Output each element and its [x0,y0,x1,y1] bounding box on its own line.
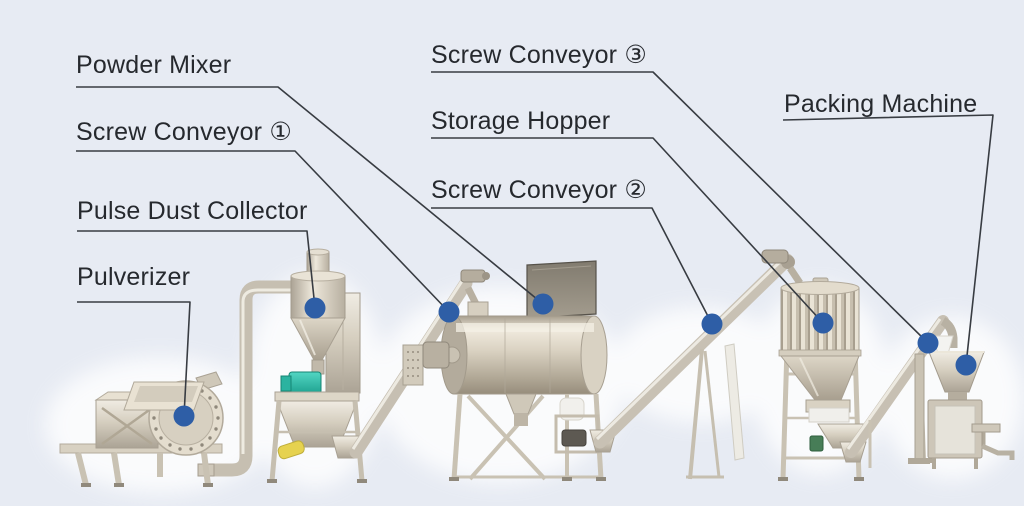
packing-bracket [971,423,1001,433]
leader-line-pulverizer [77,301,191,417]
packing-column [914,353,925,461]
callout-dot-screw-conveyor-3 [917,332,939,354]
pulse-valve-motor [288,371,322,395]
frame-legs [75,452,211,486]
panel-perforations [407,351,419,377]
label-screw-conveyor-3: Screw Conveyor ③ [431,41,647,69]
conveyor3-discharge-bend [940,317,958,348]
hopper-valve-box [808,407,850,423]
hopper-rim-band [778,349,862,357]
cyclone-body-top [290,270,346,282]
cyclone-highlight [299,319,316,356]
collector-feet [267,479,367,483]
callout-dot-screw-conveyor-2 [701,313,723,335]
label-pulverizer: Pulverizer [77,263,191,291]
leader-line-powder-mixer [76,86,544,305]
callout-dot-storage-hopper [812,312,834,334]
label-packing-machine: Packing Machine [784,90,978,118]
hopper-feet [778,477,864,481]
pulse-dust-collector-illustration [267,248,367,483]
leader-line-screw-conveyor-3 [431,71,929,344]
packing-legs [932,458,978,469]
hopper-cone-highlight [799,357,819,397]
blower-pipe [206,280,296,477]
leader-line-packing-machine [782,114,994,366]
frame-feet [81,483,213,487]
hopper-tank-top [780,281,860,295]
screw-conveyor-2-illustration [589,249,803,480]
label-pulse-dust-collector: Pulse Dust Collector [77,197,308,225]
conveyor1-motor-cap [482,272,490,280]
panel-edge-highlight [531,265,592,271]
callout-dot-pulse-dust-collector [304,297,326,319]
blower-pipe-highlight [241,288,294,454]
mixer-inlet-box [467,301,489,317]
drum-right-end [580,315,608,395]
label-screw-conveyor-2: Screw Conveyor ② [431,176,647,204]
conveyor2-tube-highlight [595,256,786,441]
conveyor1-motor [460,269,486,283]
discharge-pipe [514,414,528,426]
drum-seams [504,317,551,393]
callout-dot-powder-mixer [532,293,554,315]
callout-dot-packing-machine [955,354,977,376]
hopper-motor [809,435,824,452]
drum-highlight [456,323,594,332]
conveyor2-brace-strip [724,343,745,461]
pulse-valve-box [280,375,292,392]
mixer-drive-motor [422,341,450,369]
leader-line-screw-conveyor-1 [76,150,450,313]
feed-tray-inner [134,386,198,402]
yellow-cylinder [277,440,305,460]
inlet-box-emboss [101,406,153,446]
discharge-motor [561,429,587,447]
packing-column-foot [908,458,930,464]
label-screw-conveyor-1: Screw Conveyor ① [76,118,292,146]
leader-line-screw-conveyor-2 [431,207,713,325]
cyclone-neck-top [306,248,330,256]
collector-rim [274,391,360,402]
leader-line-pulse-dust-collector [77,230,316,309]
label-storage-hopper: Storage Hopper [431,107,611,135]
conveyor2-supports [686,348,724,480]
packing-front-panel [934,405,976,455]
mixer-feet [449,477,606,481]
powder-mixer-illustration [331,260,608,481]
packing-machine-illustration [908,335,1015,469]
label-powder-mixer: Powder Mixer [76,51,232,79]
leader-line-storage-hopper [431,137,824,324]
callout-dot-pulverizer [173,405,195,427]
packing-rear-foot [980,443,1015,460]
packing-neck [948,392,967,401]
callout-dot-screw-conveyor-1 [438,301,460,323]
storage-hopper-illustration [778,277,865,481]
conveyor2-spout [787,266,803,285]
conveyor2-tube [593,253,794,449]
